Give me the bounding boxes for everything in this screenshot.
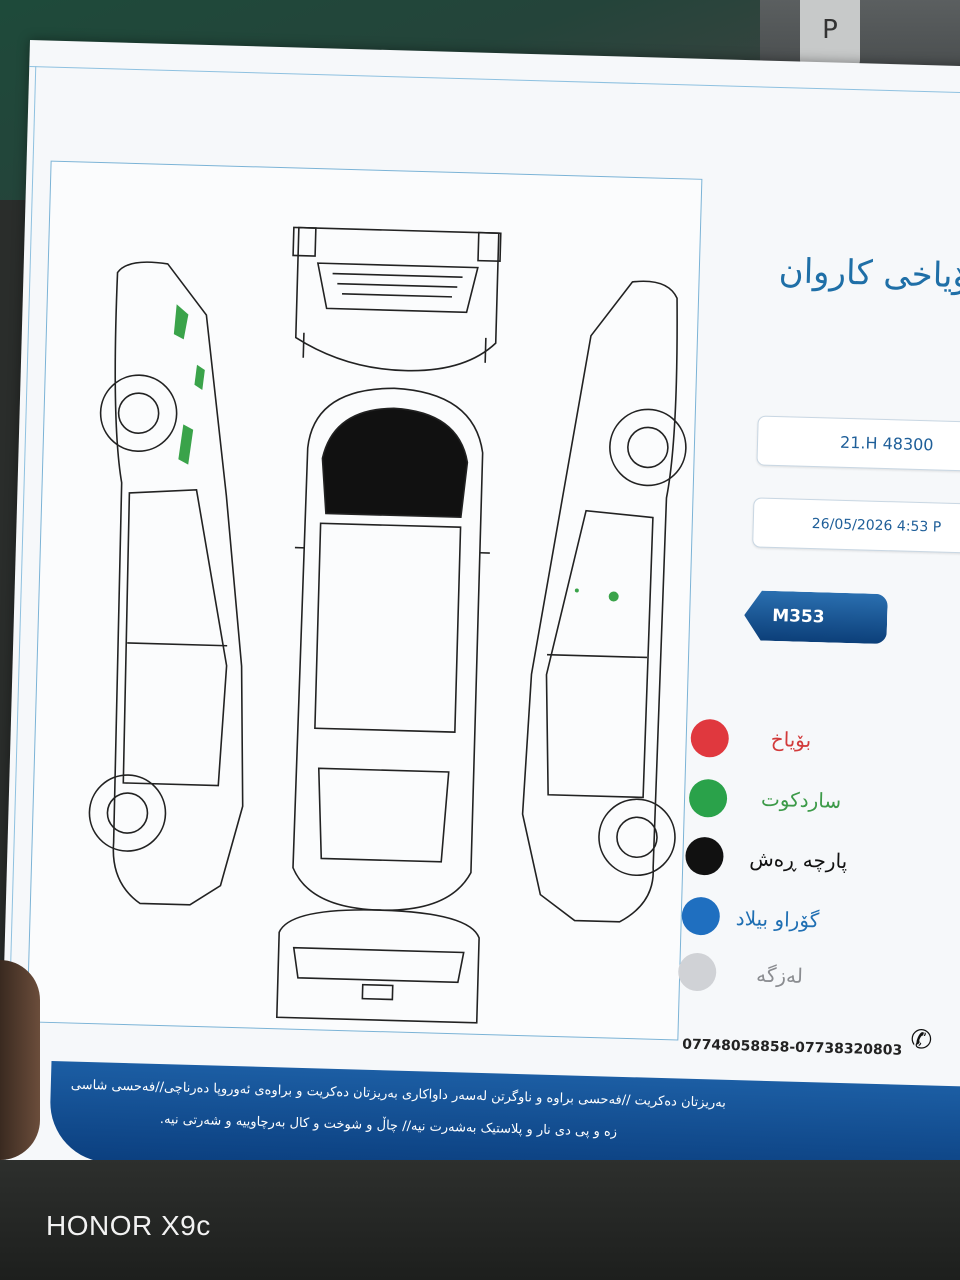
bottom-background [0, 1160, 960, 1280]
legend-black-part [684, 836, 724, 876]
legend-paint-label: بۆیاخ [770, 726, 812, 753]
legend-scratch [677, 952, 717, 992]
sheet-border-top [29, 65, 960, 94]
legend-cold-coat [688, 778, 728, 818]
car-top-view [292, 387, 490, 911]
hand [0, 960, 40, 1160]
inspection-sheet: -بۆیاخی کاروان 21.H 48300 26/05/2026 4:5… [0, 40, 960, 1258]
car-left-side-view [88, 261, 244, 906]
car-right-side-view [521, 280, 687, 923]
phone-numbers: 07748058858-07738320803 [681, 1036, 903, 1059]
legend-replaced-label: گۆراو بیلاد [735, 906, 820, 933]
green-dot-icon [688, 778, 728, 818]
gear-indicator: P [800, 0, 860, 70]
shop-title: -بۆیاخی کاروان [778, 251, 960, 297]
code-badge: M353 [744, 590, 888, 644]
gray-dot-icon [677, 952, 717, 992]
car-rear-view [275, 909, 480, 1024]
plate-number-field: 21.H 48300 [756, 415, 960, 475]
legend-replaced [681, 896, 721, 936]
phone-icon: ✆ [910, 1024, 933, 1056]
car-diagram [88, 226, 687, 1024]
legend-scratch-label: لەزگە [755, 962, 804, 988]
blue-dot-icon [681, 896, 721, 936]
legend-paint [690, 718, 730, 758]
red-dot-icon [690, 718, 730, 758]
legend-black-part-label: پارچە ڕەش [749, 846, 848, 874]
camera-watermark: HONOR X9c [46, 1210, 211, 1241]
car-front-view [292, 226, 502, 372]
date-time-field: 26/05/2026 4:53 P [752, 497, 960, 556]
legend-cold-coat-label: ساردکوت [760, 786, 842, 813]
black-dot-icon [684, 836, 724, 876]
cold-coat-marks [173, 304, 619, 602]
